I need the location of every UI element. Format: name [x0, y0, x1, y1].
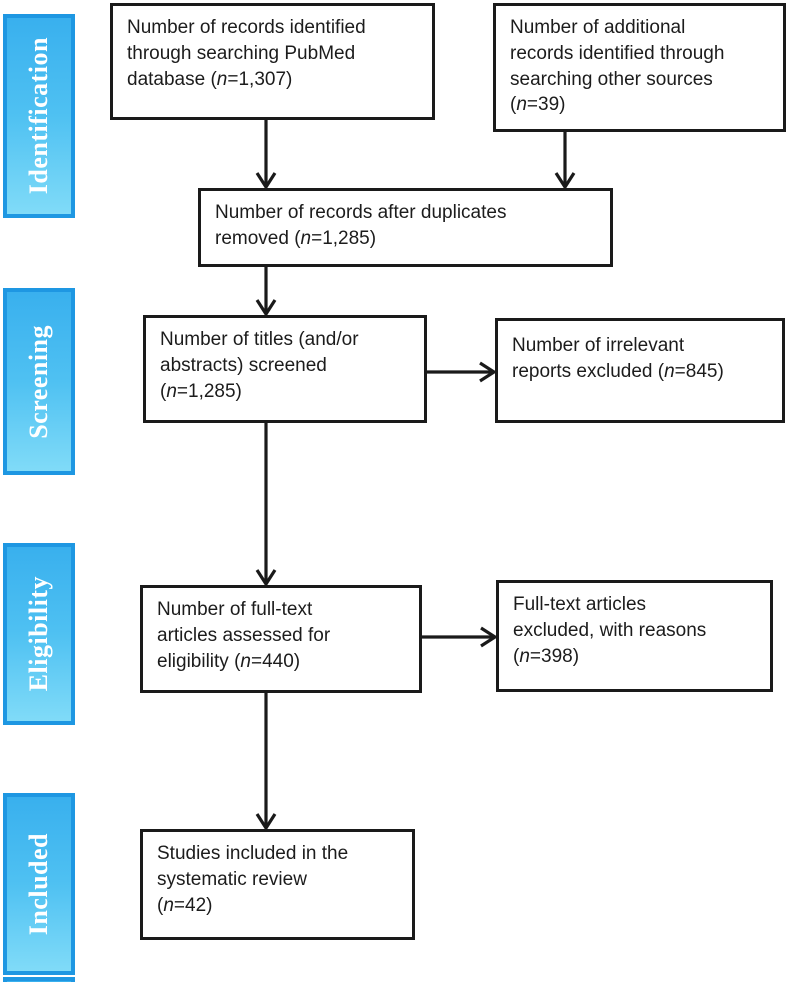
- stage-label-identification-text: Identification: [24, 37, 53, 195]
- stage-label-screening: Screening: [3, 288, 75, 475]
- arrow-identified-to-duplicates: [255, 120, 277, 190]
- arrow-duplicates-to-screened: [255, 267, 277, 317]
- arrow-screened-to-irrelevant: [427, 361, 497, 383]
- arrow-additional-to-duplicates: [554, 132, 576, 190]
- arrow-screened-to-fulltext: [255, 423, 277, 587]
- arrow-fulltext-to-excluded: [422, 626, 498, 648]
- stage-label-cutoff: [3, 977, 75, 982]
- arrow-fulltext-to-included: [255, 693, 277, 831]
- stage-label-included-text: Included: [24, 832, 53, 936]
- stage-label-eligibility-text: Eligibility: [24, 576, 53, 692]
- stage-label-screening-text: Screening: [24, 324, 53, 439]
- stage-label-eligibility: Eligibility: [3, 543, 75, 725]
- stage-label-identification: Identification: [3, 14, 75, 218]
- stage-label-included: Included: [3, 793, 75, 975]
